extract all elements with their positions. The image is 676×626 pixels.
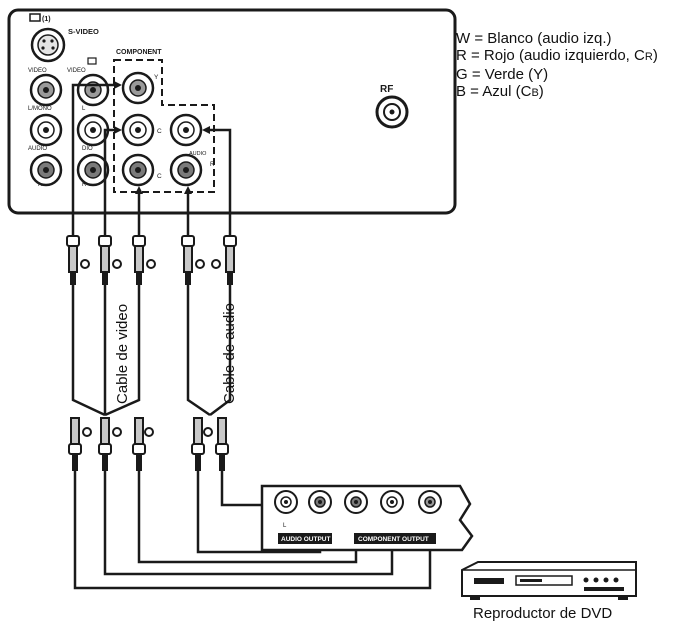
- tv-jack-component-cr: [121, 153, 155, 187]
- input-number: (1): [42, 16, 51, 23]
- y-label: Y: [154, 74, 159, 81]
- r-label-right: R: [210, 162, 215, 168]
- legend-red-end: ): [652, 47, 658, 64]
- dvd-jack-audio-r: [308, 490, 332, 514]
- video-label-mid: VIDEO: [67, 68, 86, 74]
- component-label: COMPONENT: [116, 49, 162, 56]
- audio-label-left: AUDIO: [28, 146, 47, 152]
- tv-jack-component-y: [121, 71, 155, 105]
- plugs-bottom: [68, 417, 229, 471]
- color-legend: W = Blanco (audio izq.) R = Rojo (audio …: [456, 30, 658, 102]
- cr-label: C: [157, 173, 162, 180]
- plugs-top: [66, 235, 237, 285]
- audio-cable-label: Cable de audio: [221, 303, 238, 404]
- audio-label-right: AUDIO: [189, 151, 207, 157]
- l-label-mid: L: [82, 106, 86, 112]
- component-output-badge: [354, 533, 436, 544]
- audio-output-badge: [278, 533, 332, 544]
- legend-blue-main: B = Azul (C: [456, 83, 532, 100]
- legend-blue: B = Azul (CB): [456, 83, 658, 102]
- rf-jack: [375, 95, 409, 129]
- tv-jack-audio-l-left: [29, 113, 63, 147]
- tv-jack-video-mid: [76, 73, 110, 107]
- legend-red-sub: R: [644, 51, 653, 63]
- video-label-left: VIDEO: [28, 68, 47, 74]
- legend-red-main: R = Rojo (audio izquierdo, C: [456, 47, 645, 64]
- input-icon: [29, 13, 41, 22]
- video-cable-label: Cable de video: [114, 304, 131, 404]
- lmono-label: L/MONO: [28, 106, 52, 112]
- dvd-jack-component-cb: [380, 490, 404, 514]
- legend-green: G = Verde (Y): [456, 66, 549, 83]
- tv-back-panel: (1) S-VIDEO VIDEO VIDEO COMPONENT Y C C …: [7, 8, 457, 215]
- tv-jack-audio-l-mid: [76, 113, 110, 147]
- r-label-mid: R: [82, 182, 87, 188]
- dvd-jack-audio-l: [274, 490, 298, 514]
- legend-white: W = Blanco (audio izq.): [456, 30, 612, 47]
- legend-blue-end: ): [538, 83, 544, 100]
- tv-jack-video-left: [29, 73, 63, 107]
- tv-jack-audio-r-left: [29, 153, 63, 187]
- svideo-jack: [30, 27, 66, 63]
- tv-jack-component-cb: [121, 113, 155, 147]
- dio-label: DIO: [82, 146, 93, 152]
- legend-red: R = Rojo (audio izquierdo, CR): [456, 47, 658, 66]
- cb-label: C: [157, 128, 162, 135]
- tv-jack-audio-r-mid: [76, 153, 110, 187]
- audio-output-label: AUDIO OUTPUT: [281, 536, 331, 543]
- input-icon-2: [87, 57, 97, 65]
- dvd-jack-component-y: [418, 490, 442, 514]
- tv-jack-audio-l-right: [169, 113, 203, 147]
- component-output-label: COMPONENT OUTPUT: [358, 536, 429, 543]
- component-dashed-box: [113, 59, 215, 193]
- legend-blue-sub: B: [531, 87, 539, 99]
- dvd-player-caption: Reproductor de DVD: [473, 605, 613, 622]
- dvd-l-label: L: [283, 523, 287, 529]
- dvd-jack-component-cr: [344, 490, 368, 514]
- svideo-label: S-VIDEO: [68, 27, 99, 36]
- rf-label: RF: [380, 84, 393, 95]
- dvd-player-icon: [461, 561, 637, 600]
- tv-jack-audio-r-right: [169, 153, 203, 187]
- dvd-back-panel: L AUDIO OUTPUT COMPONENT OUTPUT: [260, 484, 474, 552]
